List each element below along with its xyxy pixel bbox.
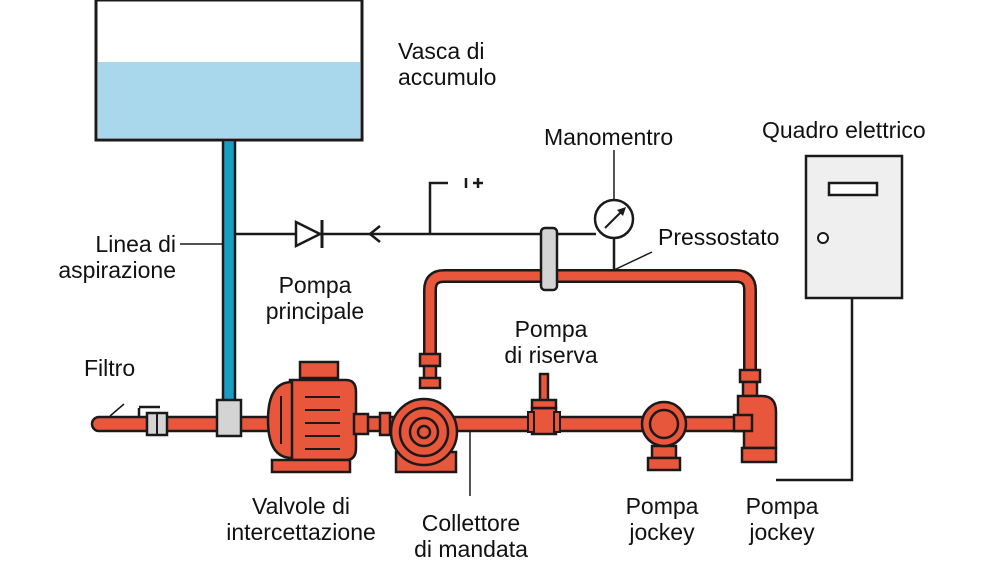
jockey-pump-2-label: Pompa jockey xyxy=(722,493,842,545)
leader-lines xyxy=(109,150,653,496)
check-valve-icon xyxy=(294,219,324,249)
suction-connector xyxy=(215,398,243,438)
main-pump-label-line2: principale xyxy=(265,298,365,324)
pressure-switch-label: Pressostato xyxy=(658,224,780,250)
control-panel-icon xyxy=(804,154,904,300)
delivery-pipe-upper xyxy=(423,269,757,376)
flow-arrow-icon xyxy=(367,225,381,243)
tank-label-line2: accumulo xyxy=(398,64,497,90)
shutoff-valves-label: Valvole di intercettazione xyxy=(206,493,396,545)
tank-label-line1: Vasca di xyxy=(398,38,485,64)
manometer-label: Manomentro xyxy=(544,124,674,150)
flange-left xyxy=(418,352,442,390)
shutoff-valves-label-line2: intercettazione xyxy=(226,519,376,545)
jockey-pump-2-label-line1: Pompa xyxy=(745,493,819,519)
flange-right xyxy=(738,368,762,398)
filter-icon xyxy=(137,405,169,437)
jockey-pump-1-label-line1: Pompa xyxy=(625,493,699,519)
jockey-pump-1-label-line2: jockey xyxy=(629,519,695,545)
jockey-pump-2-icon xyxy=(732,394,778,464)
delivery-manifold-label-line2: di mandata xyxy=(414,536,528,562)
reserve-pump-label: Pompa di riserva xyxy=(488,316,614,368)
main-pump-label-line1: Pompa xyxy=(278,272,352,298)
control-panel-label: Quadro elettrico xyxy=(762,117,926,143)
tank-label: Vasca di accumulo xyxy=(398,38,496,90)
control-line xyxy=(235,178,596,236)
reserve-pump-label-line1: Pompa xyxy=(514,316,588,342)
jockey-pump-1-icon xyxy=(640,400,688,472)
pressure-switch-sleeve xyxy=(539,226,559,292)
delivery-manifold-label-line1: Collettore xyxy=(421,510,521,536)
suction-pipe xyxy=(221,138,237,404)
coupling xyxy=(378,411,392,437)
electric-wire xyxy=(776,298,854,482)
reserve-valve-icon xyxy=(527,372,561,436)
main-pump-icon xyxy=(266,360,370,474)
storage-tank-icon xyxy=(94,0,364,142)
suction-line-label-line1: Linea di xyxy=(95,231,176,257)
suction-line-label-line2: aspirazione xyxy=(58,257,176,283)
manometer-icon xyxy=(593,198,635,274)
delivery-manifold-label: Collettore di mandata xyxy=(396,510,546,562)
main-pump-label: Pompa principale xyxy=(252,272,378,324)
shutoff-valves-label-line1: Valvole di xyxy=(251,493,351,519)
jockey-pump-2-label-line2: jockey xyxy=(749,519,815,545)
jockey-pump-1-label: Pompa jockey xyxy=(602,493,722,545)
reserve-pump-label-line2: di riserva xyxy=(504,342,598,368)
filter-label: Filtro xyxy=(84,355,136,381)
suction-line-label: Linea di aspirazione xyxy=(36,231,176,283)
centrifugal-pump-icon xyxy=(389,397,459,474)
